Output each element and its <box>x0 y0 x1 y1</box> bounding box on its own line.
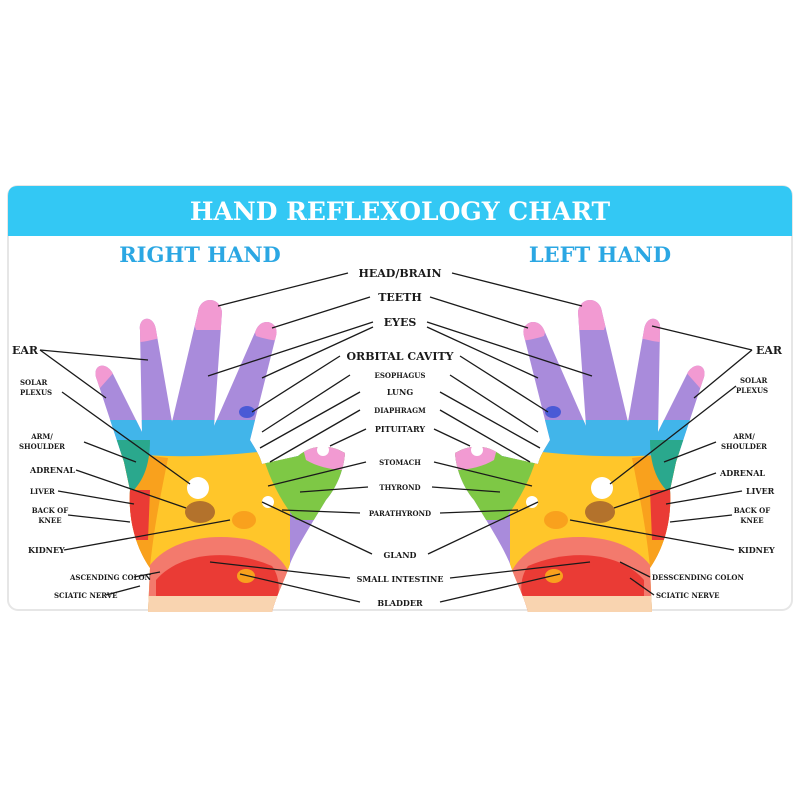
solar-plexus-marker <box>591 477 613 499</box>
label-head-brain: HEAD/BRAIN <box>358 267 441 280</box>
left-hand-side-labels: EAR SOLAR PLEXUS ARM/ SHOULDER ADRENAL L… <box>652 344 783 600</box>
center-labels: HEAD/BRAIN TEETH EYES ORBITAL CAVITY ESO… <box>346 267 453 608</box>
left-hand-title: LEFT HAND <box>529 242 671 267</box>
right-hand-side-labels: EAR SOLAR PLEXUS ARM/ SHOULDER ADRENAL L… <box>12 344 152 600</box>
label-arm-line1: ARM/ <box>30 432 53 441</box>
label-back-knee-line1: BACK OF <box>32 506 69 515</box>
title-banner <box>8 186 792 236</box>
label-solar-line1: SOLAR <box>740 376 768 385</box>
label-back-knee-line2: KNEE <box>740 516 763 525</box>
label-diaphragm: DIAPHRAGM <box>374 406 426 415</box>
label-solar-line2: PLEXUS <box>736 386 768 395</box>
label-arm-line2: SHOULDER <box>721 442 767 451</box>
label-gland: GLAND <box>384 550 417 560</box>
label-ear: EAR <box>12 344 39 357</box>
label-solar-line1: SOLAR <box>20 378 48 387</box>
eye-marker <box>239 406 255 418</box>
label-liver: LIVER <box>746 486 775 496</box>
label-solar-line2: PLEXUS <box>20 388 52 397</box>
label-kidney: KIDNEY <box>738 545 775 555</box>
solar-plexus-marker <box>187 477 209 499</box>
right-hand-markers <box>185 406 329 583</box>
label-adrenal: ADRENAL <box>29 465 75 475</box>
label-ear: EAR <box>756 344 783 357</box>
label-sciatic: SCIATIC NERVE <box>54 591 118 600</box>
label-esophagus: ESOPHAGUS <box>375 371 426 380</box>
chart-title: HAND REFLEXOLOGY CHART <box>190 197 611 226</box>
label-teeth: TEETH <box>378 291 422 304</box>
diaphragm-marker <box>232 511 256 529</box>
label-parathyrond: PARATHYROND <box>369 509 431 518</box>
label-descending-colon: DESSCENDING COLON <box>652 573 745 582</box>
label-arm-line1: ARM/ <box>732 432 755 441</box>
label-lung: LUNG <box>387 387 413 397</box>
label-ascending-colon: ASCENDING COLON <box>69 573 152 582</box>
label-liver: LIVER <box>30 487 55 496</box>
label-stomach: STOMACH <box>379 458 421 467</box>
thyroid-marker <box>526 496 538 508</box>
adrenal-marker <box>185 501 215 523</box>
label-bladder: BLADDER <box>377 598 423 608</box>
leader-lines <box>39 272 753 603</box>
label-eyes: EYES <box>384 316 417 329</box>
label-adrenal: ADRENAL <box>719 468 765 478</box>
label-pituitary: PITUITARY <box>375 424 426 434</box>
eye-marker <box>545 406 561 418</box>
label-back-knee-line1: BACK OF <box>734 506 771 515</box>
label-small-intestine: SMALL INTESTINE <box>357 574 444 584</box>
left-hand-markers <box>471 406 615 583</box>
right-hand-title: RIGHT HAND <box>119 242 281 267</box>
diaphragm-marker <box>544 511 568 529</box>
label-thyrond: THYROND <box>379 483 420 492</box>
label-back-knee-line2: KNEE <box>38 516 61 525</box>
label-orbital-cavity: ORBITAL CAVITY <box>346 350 453 363</box>
thyroid-marker <box>262 496 274 508</box>
pituitary-marker <box>471 444 483 456</box>
label-arm-line2: SHOULDER <box>19 442 65 451</box>
pituitary-marker <box>317 444 329 456</box>
label-kidney: KIDNEY <box>28 545 65 555</box>
adrenal-marker <box>585 501 615 523</box>
label-sciatic: SCIATIC NERVE <box>656 591 720 600</box>
